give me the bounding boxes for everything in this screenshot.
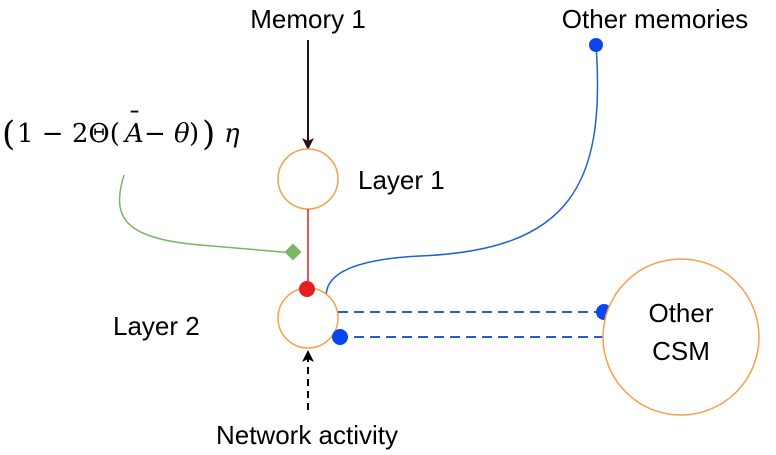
formula-eta: η (224, 119, 240, 149)
layer1-neuron (277, 148, 339, 210)
formula-close-inner-paren: ) (189, 119, 199, 149)
formula-a-bar: ¯ (128, 107, 141, 137)
other-memories-dot (589, 38, 603, 52)
csm-in-dot (332, 329, 348, 345)
plasticity-formula: ( 1 − 2Θ( A ¯ − θ ) ) η (2, 107, 240, 154)
formula-one-minus-two-theta: 1 − 2Θ( (17, 119, 120, 149)
layer1-label: Layer 1 (358, 165, 445, 195)
formula-close-paren: ) (202, 114, 215, 154)
formula-a-symbol: A (123, 119, 144, 149)
memory1-label: Memory 1 (250, 4, 366, 34)
other-csm-circle (602, 258, 760, 416)
network-activity-label: Network activity (216, 420, 398, 450)
other-csm-label-line1: Other (648, 298, 713, 328)
modulator-diamond-icon (284, 243, 302, 261)
other-memories-connection (325, 44, 599, 303)
other-memories-label: Other memories (562, 4, 748, 34)
layer2-label: Layer 2 (113, 311, 200, 341)
formula-open-paren: ( (2, 114, 15, 154)
modulator-line (118, 174, 295, 254)
formula-minus-theta: − θ (144, 119, 190, 149)
other-csm-label-line2: CSM (652, 336, 710, 366)
layer2-neuron (277, 287, 339, 349)
synapse-red-dot (299, 281, 315, 297)
